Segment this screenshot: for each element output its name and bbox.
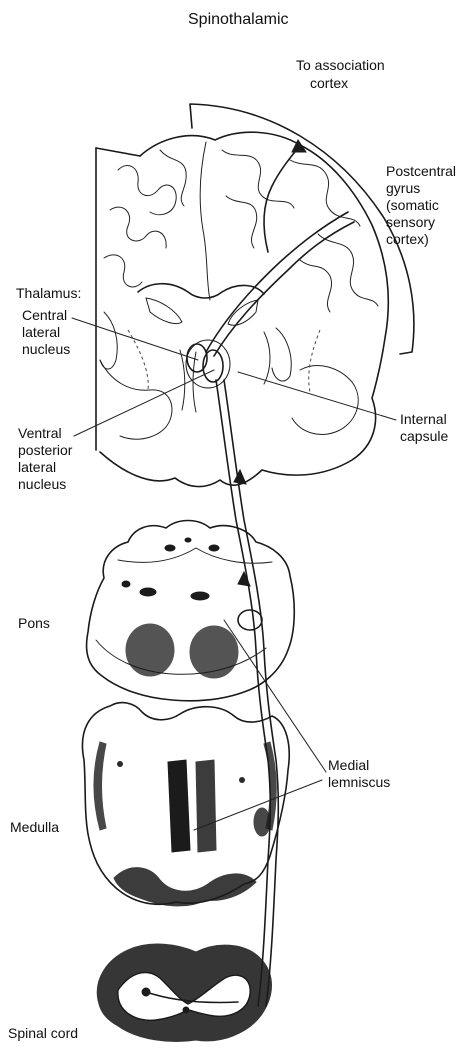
corpus-callosum [138,284,264,298]
internal-label-2: capsule [400,428,448,444]
medulla-lateral-nucleus [254,808,270,836]
spinal-central-canal [183,1007,189,1013]
spinal-cord-label: Spinal cord [8,1025,78,1041]
pons-speck-2 [191,592,209,600]
tract-line-inner [224,380,278,1006]
leader-ventral-posterior [74,370,214,436]
ventral-label-4: nucleus [18,476,66,492]
gyri-left-middle [110,207,166,248]
central-label-1: Central [22,307,67,323]
gyri-left-upper [118,166,176,215]
tract-arrow-upper [234,470,246,484]
gyri-right-insula [300,260,332,312]
postcentral-label-2: gyrus [386,180,420,196]
temporal-lobe-right [292,366,358,435]
association-label-2: cortex [310,75,348,91]
spinal-cell-body [142,988,150,996]
pons-section [87,521,295,701]
medial-label-2: lemniscus [328,774,390,790]
thalamus-label: Thalamus: [16,285,81,301]
pons-speck-4 [165,545,175,551]
pons-speck-5 [209,545,219,551]
tract-arrow-pons [238,572,250,586]
longitudinal-fissure [200,142,210,300]
medulla-edge-left [94,742,106,830]
leader-central-lateral [72,318,198,360]
brain-coronal-section [96,132,388,486]
pons-lemniscus-marker [238,610,262,630]
internal-capsule-outline [264,332,270,384]
medulla-speck-2 [239,777,245,783]
temporal-lobe-left [100,360,172,439]
ventral-label-3: lateral [18,459,56,475]
pons-speck-1 [140,588,156,596]
medulla-label: Medulla [10,819,59,835]
medulla-section [82,703,289,906]
central-label-3: nucleus [22,341,70,357]
medulla-pyramid-right [196,760,216,852]
gyri-left-top [160,150,186,206]
brain-frame-top [96,148,140,156]
gyri-right-lateral [318,234,378,306]
pons-tegmentum-line [118,548,272,563]
postcentral-label-1: Postcentral [386,163,456,179]
gyri-left-lower [104,255,142,287]
temporal-dash-left [128,330,148,390]
putamen-right [272,328,291,381]
association-label-1: To association [296,57,385,73]
lateral-ventricle-left [146,298,182,324]
brain-outer-contour [100,132,388,486]
postcentral-label-4: sensory [386,214,435,230]
postcentral-gyrus-bracket [190,104,414,354]
putamen-left [100,312,117,369]
pons-speck-6 [185,538,191,542]
third-ventricle-left [180,350,185,410]
pons-label: Pons [18,615,50,631]
pontine-nucleus-left [126,624,174,676]
pontine-nucleus-right [190,626,238,678]
ventral-label-1: Ventral [18,425,62,441]
gyri-right-outer [290,160,360,226]
thalamocortical-line-a [206,212,348,352]
medial-label-1: Medial [328,757,369,773]
postcentral-label-5: cortex) [386,231,429,247]
internal-label-1: Internal [400,411,447,427]
temporal-dash-right [309,330,320,392]
medulla-speck-1 [117,761,123,767]
gyri-right-middle [226,196,257,248]
leader-lines [72,318,396,830]
ventral-label-2: posterior [18,442,73,458]
diagram-title: Spinothalamic [188,11,289,28]
spinal-cord-section [97,944,271,1041]
medulla-pyramid-left [168,760,190,852]
pons-speck-3 [122,581,130,587]
central-label-2: lateral [22,324,60,340]
postcentral-label-3: (somatic [386,197,439,213]
